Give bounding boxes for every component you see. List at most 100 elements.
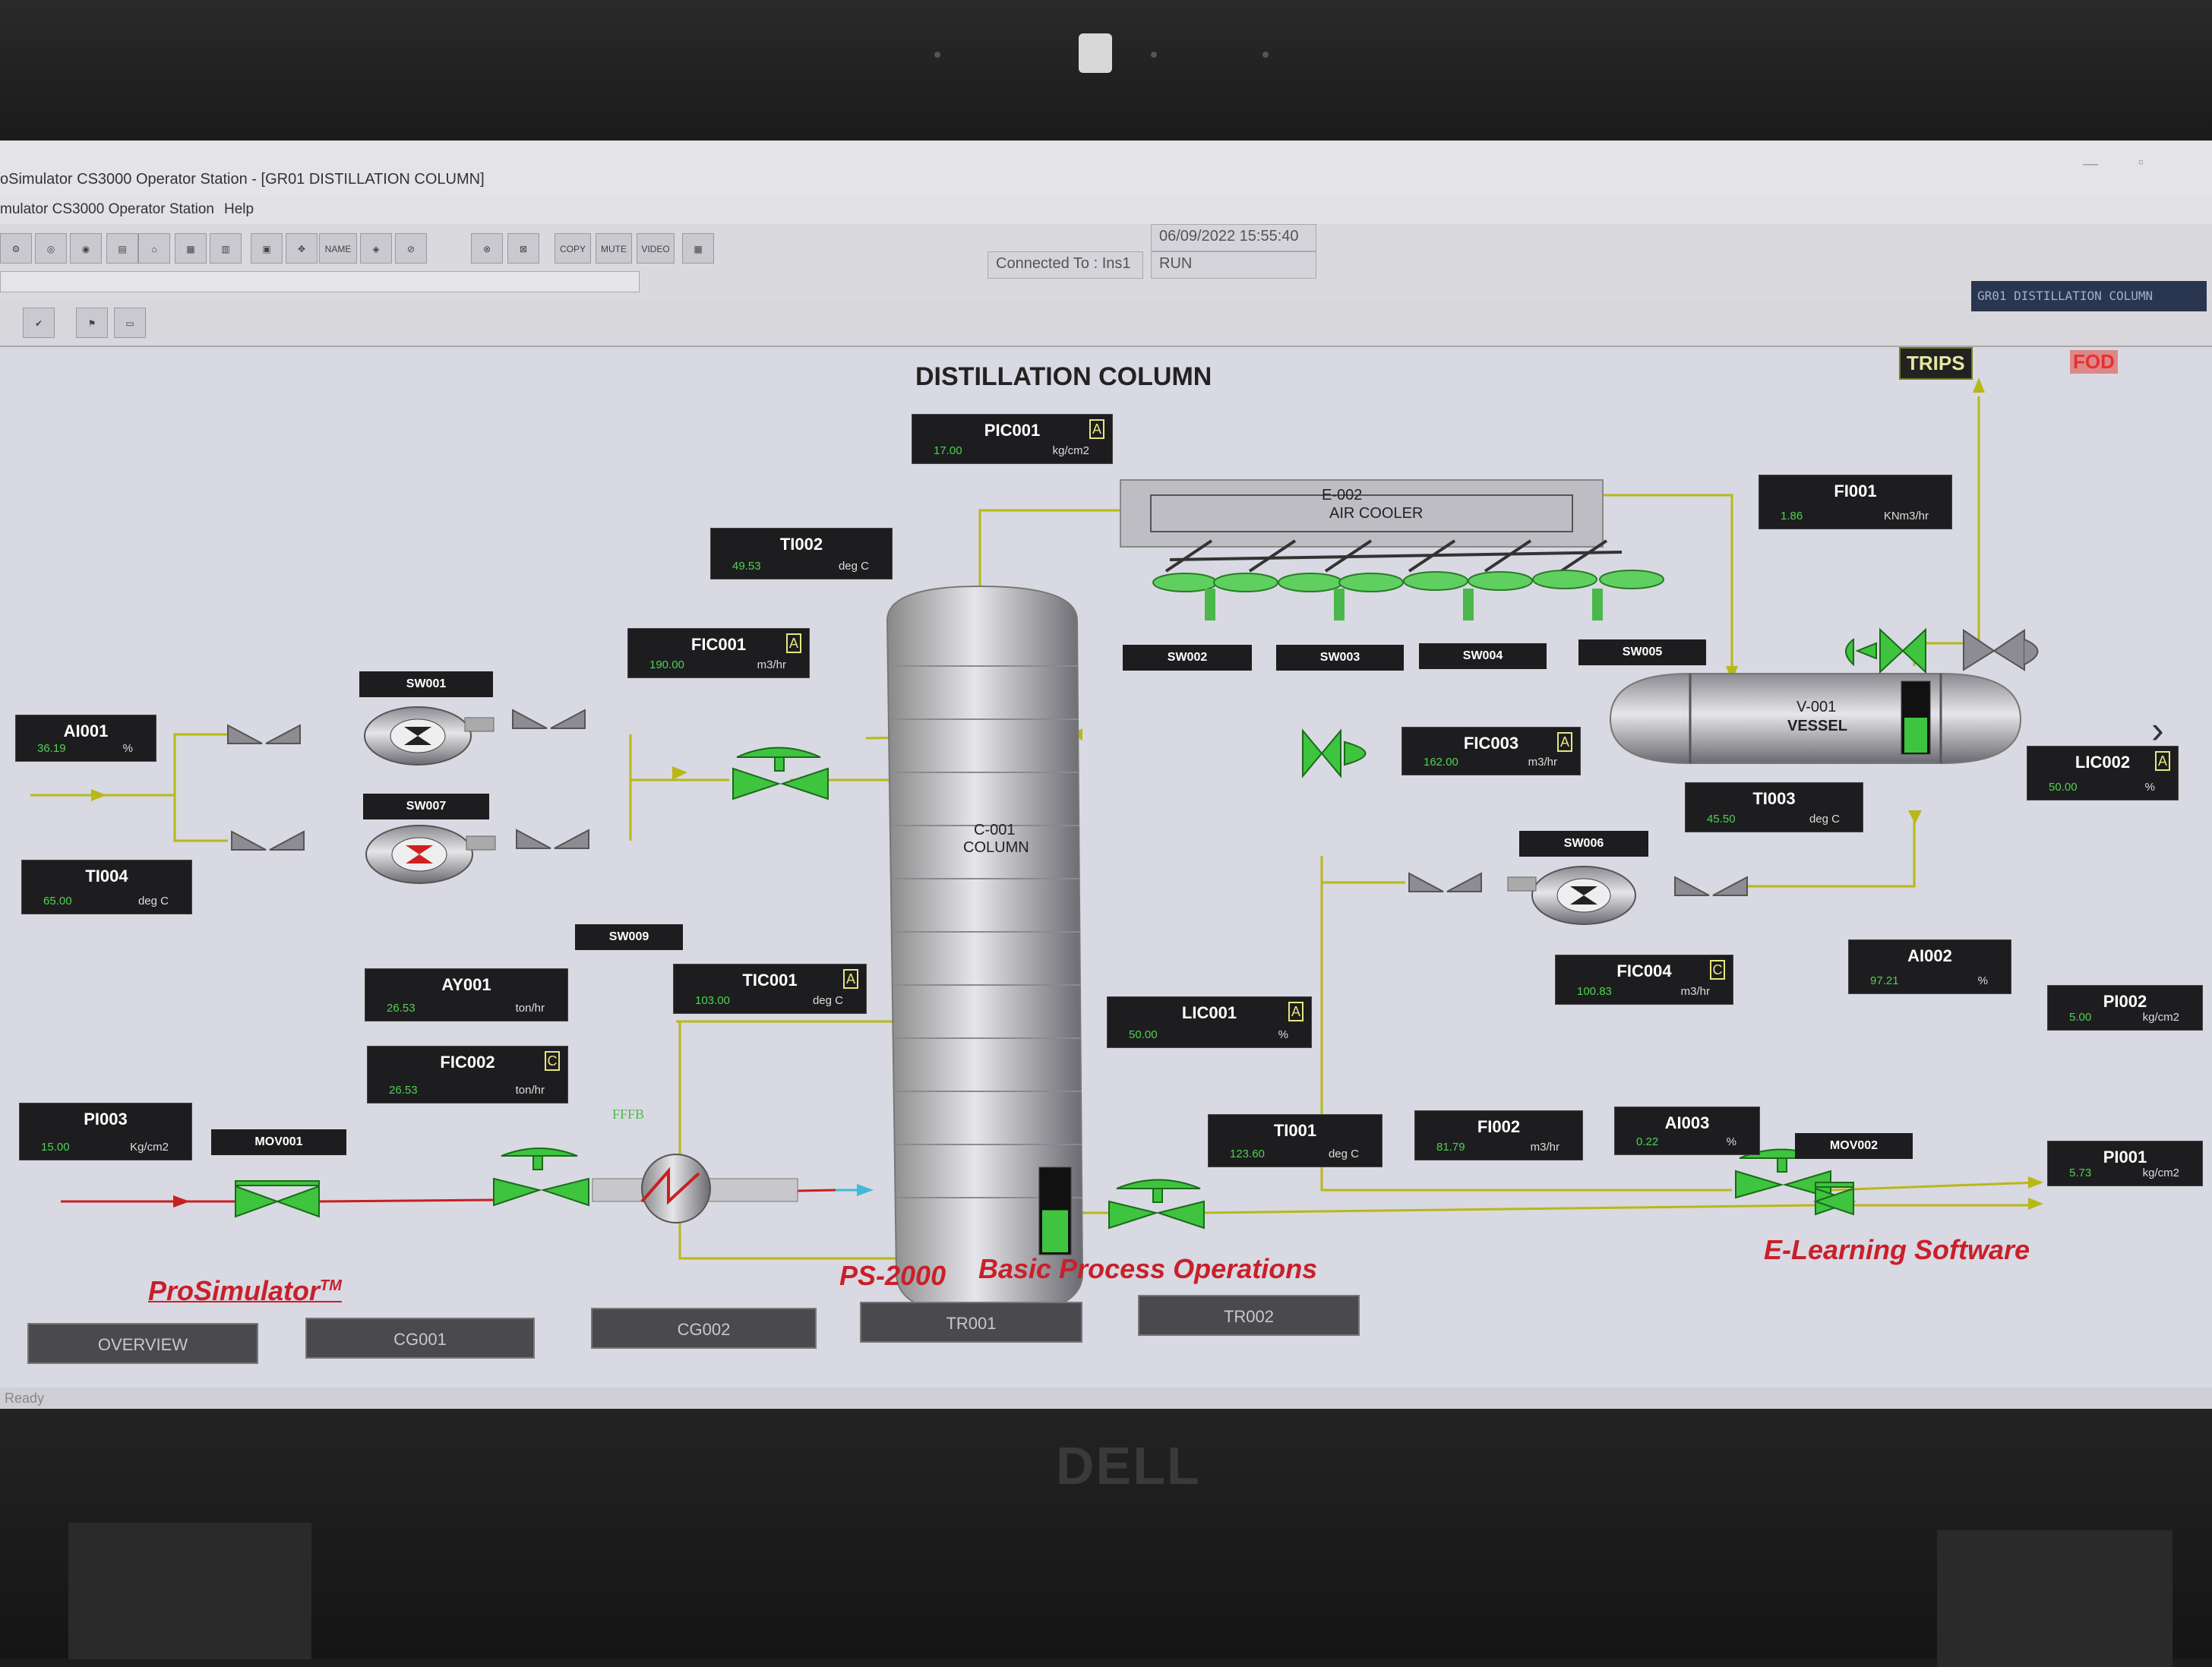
process-graphic: DISTILLATION COLUMN TRIPS FOD E-002 AIR … [0, 347, 2212, 1388]
copy-button[interactable]: COPY [555, 233, 591, 264]
fod-indicator[interactable]: FOD [2070, 350, 2118, 374]
bezel-dot [934, 52, 940, 58]
tag-ay001[interactable]: AY001 26.53 ton/hr [365, 968, 568, 1021]
tag-fi002[interactable]: FI002 81.79 m3/hr [1414, 1110, 1583, 1160]
switch-sw003[interactable]: SW003 [1276, 645, 1404, 671]
status-bar: Ready [0, 1388, 2212, 1409]
tag-fic001[interactable]: FIC001 A 190.00 m3/hr [627, 628, 810, 678]
tool-icon[interactable]: ◈ [360, 233, 392, 264]
tag-lic002[interactable]: LIC002 A 50.00 % [2027, 746, 2179, 800]
tag-ti002[interactable]: TI002 49.53 deg C [710, 528, 893, 579]
tool-icon[interactable]: ▦ [175, 233, 207, 264]
secondary-toolbar: ✔ ⚑ ▭ GR01 DISTILLATION COLUMN [0, 281, 2212, 347]
folder-icon[interactable]: ▭ [114, 308, 146, 338]
window-title: oSimulator CS3000 Operator Station - [GR… [0, 171, 485, 188]
run-status: RUN [1151, 251, 1316, 279]
nav-cg002[interactable]: CG002 [591, 1308, 817, 1349]
tag-fic002[interactable]: FIC002 C 26.53 ton/hr [367, 1046, 568, 1103]
switch-sw001[interactable]: SW001 [359, 671, 493, 697]
title-bar: oSimulator CS3000 Operator Station - [GR… [0, 140, 2212, 195]
pump-sw007[interactable] [365, 825, 496, 884]
command-input[interactable] [0, 271, 640, 292]
air-cooler-id: E-002 [1322, 487, 1363, 504]
panel-name: GR01 DISTILLATION COLUMN [1971, 281, 2207, 311]
tag-ai002[interactable]: AI002 97.21 % [1848, 939, 2011, 994]
toolbar: ⚙ ◎ ◉ ▤ ⌂ ▦ ▥ ▣ ✥ NAME ◈ ⊘ ⊗ ⊠ COPY MUTE… [0, 224, 2212, 302]
switch-sw005[interactable]: SW005 [1578, 639, 1706, 665]
tool-icon[interactable]: ✥ [286, 233, 318, 264]
switch-mov002[interactable]: MOV002 [1795, 1133, 1913, 1159]
tool-icon[interactable]: ⊗ [471, 233, 503, 264]
name-button[interactable]: NAME [319, 233, 357, 264]
switch-sw002[interactable]: SW002 [1123, 645, 1252, 671]
tag-fi001[interactable]: FI001 1.86 KNm3/hr [1759, 475, 1952, 529]
tool-icon[interactable]: ▣ [251, 233, 283, 264]
ffff-label: FFFB [612, 1107, 645, 1122]
page-title: DISTILLATION COLUMN [915, 362, 1212, 391]
mute-button[interactable]: MUTE [596, 233, 632, 264]
tag-pi003[interactable]: PI003 15.00 Kg/cm2 [19, 1103, 192, 1160]
switch-sw007[interactable]: SW007 [363, 794, 489, 819]
vessel-level-fill [1904, 718, 1927, 753]
menu-item-help[interactable]: Help [224, 201, 254, 217]
switch-sw009[interactable]: SW009 [575, 924, 683, 950]
tag-pi002[interactable]: PI002 5.00 kg/cm2 [2047, 985, 2203, 1031]
fan-blades [1152, 570, 1664, 592]
tag-ti003[interactable]: TI003 45.50 deg C [1685, 782, 1863, 832]
tool-icon[interactable]: ◉ [70, 233, 102, 264]
prosimulator-logo: ProSimulatorTM [148, 1275, 342, 1306]
status-text: Ready [5, 1391, 45, 1406]
switch-sw006[interactable]: SW006 [1519, 831, 1648, 857]
tag-pic001[interactable]: PIC001 A 17.00 kg/cm2 [912, 414, 1113, 464]
webcam-icon [1079, 33, 1112, 73]
air-cooler-shell [1120, 479, 1604, 548]
tag-ai003[interactable]: AI003 0.22 % [1614, 1107, 1760, 1155]
minimize-icon[interactable]: — [2083, 156, 2098, 172]
elearning-label: E-Learning Software [1764, 1234, 2030, 1265]
column-name: COLUMN [963, 839, 1029, 856]
connection-status: Connected To : Ins1 [988, 251, 1143, 279]
switch-sw004[interactable]: SW004 [1419, 643, 1547, 669]
nav-cg001[interactable]: CG001 [305, 1318, 535, 1359]
air-cooler-name: AIR COOLER [1329, 505, 1424, 522]
nav-overview[interactable]: OVERVIEW [27, 1323, 258, 1364]
column-id: C-001 [974, 822, 1016, 838]
tool-icon[interactable]: ⊠ [507, 233, 539, 264]
flag-icon[interactable]: ⚑ [76, 308, 108, 338]
chevron-right-icon[interactable]: › [2151, 709, 2164, 751]
grid-icon[interactable]: ▦ [682, 233, 714, 264]
nav-tr001[interactable]: TR001 [860, 1302, 1082, 1343]
vessel-id: V-001 [1796, 699, 1837, 715]
tool-icon[interactable]: ⊘ [395, 233, 427, 264]
tool-icon[interactable]: ▥ [210, 233, 242, 264]
tag-ti001[interactable]: TI001 123.60 deg C [1208, 1114, 1382, 1167]
screen: oSimulator CS3000 Operator Station - [GR… [0, 140, 2212, 1409]
ps2000-label: PS-2000 [839, 1260, 946, 1291]
tool-icon[interactable]: ⌂ [138, 233, 170, 264]
tag-pi001[interactable]: PI001 5.73 kg/cm2 [2047, 1141, 2203, 1186]
tag-fic003[interactable]: FIC003 A 162.00 m3/hr [1401, 727, 1581, 775]
laptop-bezel-top [0, 0, 2212, 144]
tool-icon[interactable]: ⚙ [0, 233, 32, 264]
maximize-icon[interactable]: ▫ [2138, 154, 2144, 171]
switch-mov001[interactable]: MOV001 [211, 1129, 346, 1155]
tag-lic001[interactable]: LIC001 A 50.00 % [1107, 996, 1312, 1048]
tool-icon[interactable]: ◎ [35, 233, 67, 264]
trips-button[interactable]: TRIPS [1899, 347, 1973, 380]
tag-ti004[interactable]: TI004 65.00 deg C [21, 860, 192, 914]
heat-exchanger [592, 1154, 798, 1223]
tag-ai001[interactable]: AI001 36.19 % [15, 715, 156, 762]
tag-fic004[interactable]: FIC004 C 100.83 m3/hr [1555, 955, 1733, 1005]
check-icon[interactable]: ✔ [23, 308, 55, 338]
pump-sw006[interactable] [1507, 866, 1636, 925]
menu-item-app[interactable]: mulator CS3000 Operator Station [0, 201, 214, 217]
tag-tic001[interactable]: TIC001 A 103.00 deg C [673, 964, 867, 1014]
basic-process-label: Basic Process Operations [978, 1253, 1318, 1284]
tool-icon[interactable]: ▤ [106, 233, 138, 264]
column-level-fill [1042, 1210, 1068, 1252]
nav-tr002[interactable]: TR002 [1138, 1295, 1360, 1336]
video-button[interactable]: VIDEO [637, 233, 675, 264]
hinge [68, 1523, 311, 1659]
bezel-dot [1151, 52, 1157, 58]
pump-sw001[interactable] [364, 706, 495, 766]
